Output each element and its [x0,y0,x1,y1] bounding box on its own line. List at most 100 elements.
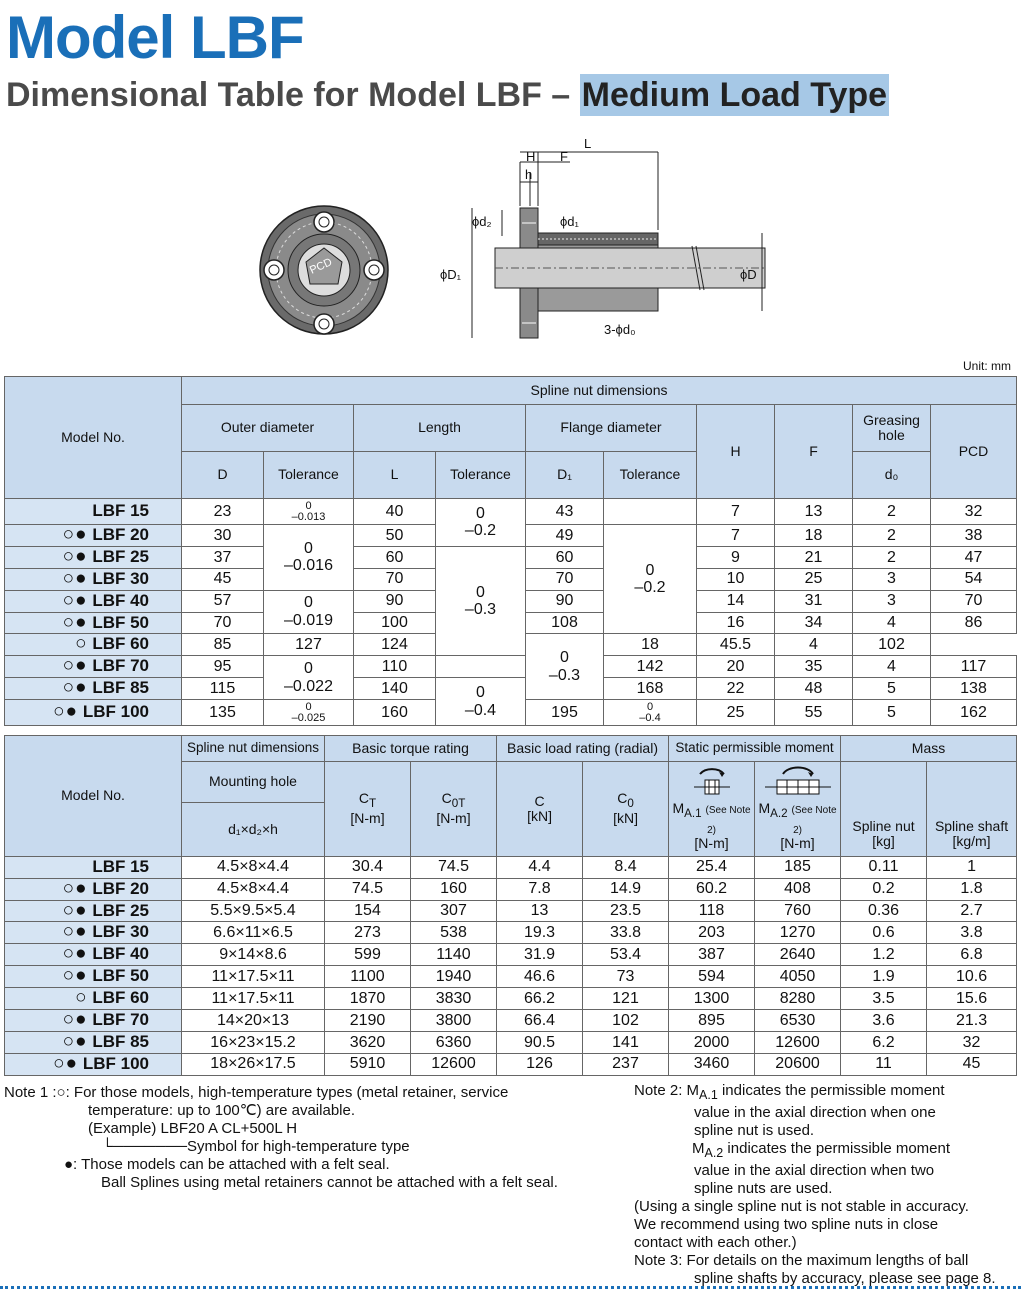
header-F: F [774,404,853,499]
cell-H: 7 [696,498,775,525]
cell-MA2: 20600 [754,1052,842,1076]
header-C: C[kN] [496,761,584,857]
label-H: H [526,149,535,164]
cell-shaft-mass: 2.7 [926,899,1018,923]
cell-H: 10 [696,567,775,591]
ct-unit: [N-m] [350,810,385,827]
header-greasing-hole: Greasing hole [852,404,931,452]
cell-MA2: 760 [754,899,842,923]
cell-PCD: 117 [929,655,1018,679]
technical-drawing: PCD L H F h ϕd₂ ϕd₁ ϕD₁ ϕD 3-ϕd₀ [259,138,766,339]
page-subtitle: Dimensional Table for Model LBF – Medium… [6,74,890,116]
model-cell: ○ LBF 60 [4,987,182,1011]
cell-CT: 154 [324,899,411,923]
cell-D1: 124 [353,633,436,657]
model-markers: ○● [53,701,79,723]
model-markers: ○● [53,1052,79,1074]
cell-C0: 141 [582,1030,670,1054]
cell-F: 31 [774,589,853,613]
cell-L: 90 [353,589,436,613]
label-d1: ϕd₁ [560,214,580,229]
cell-H: 22 [696,677,775,701]
cell-C0: 53.4 [582,943,670,967]
cell-D: 57 [181,589,264,613]
cell-D: 37 [181,545,264,569]
cell-C: 13 [496,899,584,923]
dimension-table: Model No. Spline nut dimensions Outer di… [4,376,1018,727]
cell-D1: 49 [525,524,604,547]
model-name: LBF 40 [92,590,149,610]
subtitle-dash: – [541,76,580,114]
header-flange-diameter: Flange diameter [525,404,697,452]
ma2-unit: [N-m] [780,835,815,852]
cell-MA2: 1270 [754,921,842,945]
cell-L: 100 [353,611,436,635]
cell-MA2: 185 [754,855,842,879]
note-line: spline nut is used. [694,1122,815,1139]
double-nut-moment-icon [764,766,831,795]
model-name: LBF 60 [92,634,149,654]
cell-nut-mass: 6.2 [840,1030,928,1054]
ma1-see-note: (See Note 2) [705,805,751,837]
cell-F: 55 [774,699,853,727]
header-CT: CT[N-m] [324,761,411,857]
header-C0: C0[kN] [582,761,670,857]
cell-d0: 5 [852,677,931,701]
tol-top: 0 [305,700,312,713]
cell-PCD: 47 [929,545,1018,569]
cell-C: 19.3 [496,921,584,945]
ma2-see-note: (See Note 2) [791,805,837,837]
cell-COT: 1140 [409,943,498,967]
tol-bottom: –0.013 [291,510,326,523]
cell-L-tolerance: 0–0.2 [435,498,526,547]
model-markers: ○● [62,567,88,589]
cell-C0: 33.8 [582,921,670,945]
tol-bottom: –0.019 [284,612,333,630]
load-type-highlight: Medium Load Type [579,74,890,116]
cell-nut-mass: 0.6 [840,921,928,945]
cell-C: 126 [496,1052,584,1076]
cell-L-tolerance: 0–0.4 [435,677,526,727]
model-cell: ○● LBF 40 [4,589,182,613]
cell-MA1: 387 [668,943,756,967]
model-markers: ○● [62,1009,88,1031]
cell-D: 115 [181,677,264,701]
header-D1-tolerance: Tolerance [603,451,697,499]
cell-C0: 8.4 [582,855,670,879]
tol-bottom: –0.2 [464,522,497,540]
model-name: LBF 25 [92,900,149,920]
model-markers: ○● [62,545,88,567]
cell-nut-mass: 3.6 [840,1009,928,1032]
header-D1: D₁ [525,451,604,499]
c0-symbol: C0 [617,790,634,811]
note-line: MA.2 indicates the permissible moment [692,1140,951,1160]
cell-COT: 6360 [409,1030,498,1054]
cell-d0: 4 [852,611,931,635]
cell-nut-mass: 1.2 [840,943,928,967]
model-name: LBF 70 [92,656,149,676]
cell-C0: 14.9 [582,877,670,901]
model-markers: ○● [62,965,88,987]
label-L: L [584,138,591,151]
tol-bottom: –0.3 [464,601,497,619]
cell-C: 31.9 [496,943,584,967]
subtitle-text: Dimensional Table for Model LBF [6,76,542,114]
tol-top: 0 [560,649,569,667]
cell-MA1: 60.2 [668,877,756,901]
c-unit: [kN] [527,807,552,824]
cell-CT: 1870 [324,987,411,1011]
model-markers: ○ [75,987,88,1009]
cell-L: 70 [353,567,436,591]
ma1-unit: [N-m] [694,835,729,852]
header-mounting-hole: Mounting hole [181,760,325,804]
cell-CT: 2190 [324,1009,411,1032]
header-D-tolerance: Tolerance [263,451,354,499]
cell-CT: 1100 [324,965,411,989]
cell-mounting-hole: 4.5×8×4.4 [181,855,325,879]
cell-PCD: 54 [929,567,1018,591]
note-1-line: Note 1 :○: For those models, high-temper… [4,1084,509,1101]
